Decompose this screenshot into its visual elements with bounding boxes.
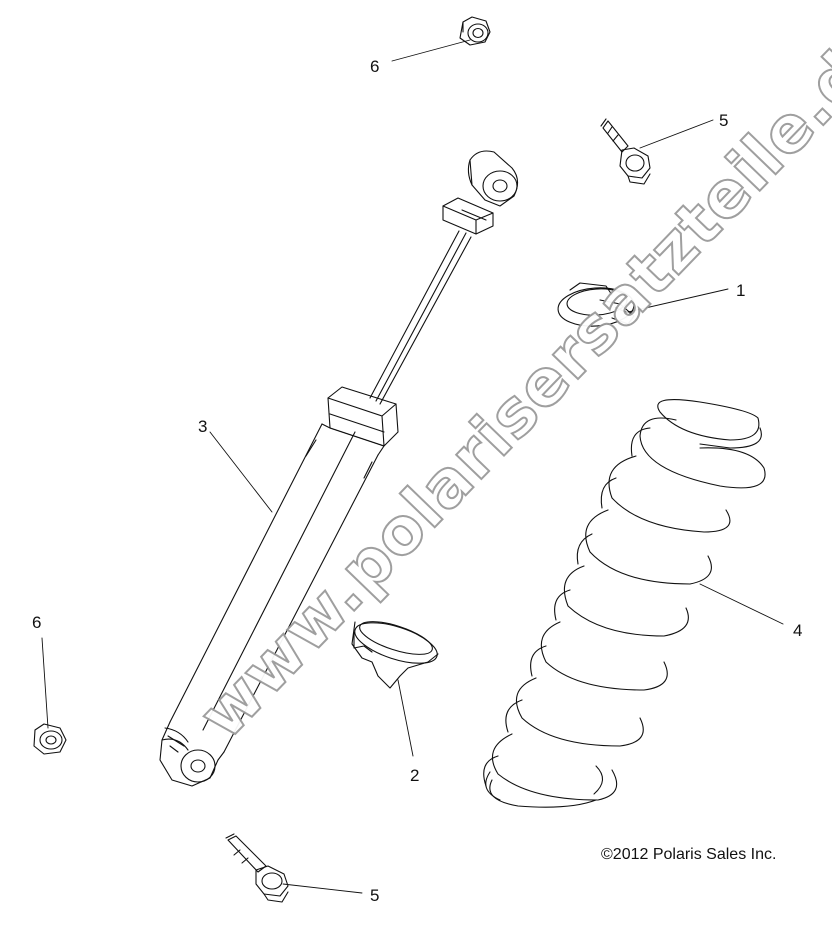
leader-lines xyxy=(41,39,784,894)
part-2-spring-seat xyxy=(351,621,439,689)
leader-6-top xyxy=(391,39,471,62)
leader-5-bottom xyxy=(282,883,363,894)
callout-2: 2 xyxy=(410,766,420,785)
leader-2 xyxy=(397,679,414,757)
part-1-spring-retainer xyxy=(557,282,635,327)
callout-5-bottom: 5 xyxy=(370,886,380,905)
leader-3 xyxy=(209,431,273,513)
callout-1: 1 xyxy=(736,281,746,300)
callout-5-top: 5 xyxy=(719,111,729,130)
part-4-coil-spring xyxy=(483,399,766,808)
part-3-shock-absorber xyxy=(159,150,519,787)
callout-6-top: 6 xyxy=(370,57,380,76)
leader-6-left xyxy=(41,637,49,729)
part-6-top-bushing xyxy=(459,16,491,46)
leader-1 xyxy=(627,288,729,313)
part-5-top-bolt xyxy=(600,118,651,185)
callout-3: 3 xyxy=(198,417,208,436)
callout-4: 4 xyxy=(793,621,803,640)
copyright-notice: ©2012 Polaris Sales Inc. xyxy=(601,846,777,863)
part-5-bottom-bolt xyxy=(225,833,289,903)
leader-4 xyxy=(699,583,784,625)
part-6-left-bushing xyxy=(33,723,67,755)
callout-6-left: 6 xyxy=(32,613,42,632)
leader-5-top xyxy=(639,119,714,149)
